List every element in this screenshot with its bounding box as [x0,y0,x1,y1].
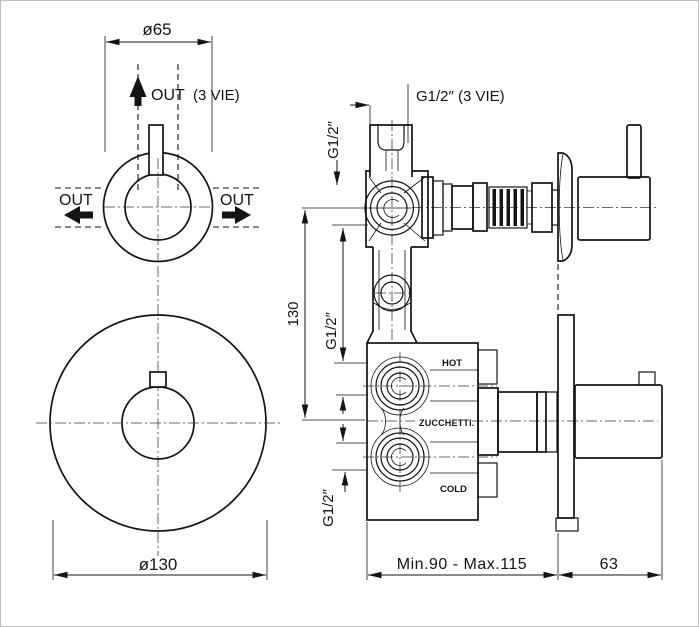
out-up-label: OUT [151,87,185,104]
out-up-note: (3 VIE) [193,87,240,104]
diverter-lever [626,124,642,179]
dim-d65-label: ø65 [142,20,171,39]
valve-side-view: HOT ZUCCHETTI. COLD [302,120,663,532]
arrow-left-icon [64,206,93,224]
diverter-body [365,170,429,248]
diverter-handle [577,176,651,241]
diverter-port-ring [364,180,420,236]
hot-inlet-port [370,356,430,416]
dim-63-label: 63 [600,556,619,573]
dim-130-label: 130 [285,301,302,326]
wall-plate-upper [557,152,573,262]
dim-port-middle-label: G1/2″ [323,311,340,350]
out-right-label: OUT [220,192,254,209]
arrow-right-icon [222,206,251,224]
cold-label: COLD [440,484,467,495]
out-left-label: OUT [59,192,93,209]
side-view-dimensions: G1/2″ (3 VIE) G1/2″ 130 G1/2″ G1/2″ Min.… [285,84,663,580]
arrow-up-icon [129,76,147,106]
dim-port-upper-label: G1/2″ [325,120,342,159]
handle-tab [638,371,656,386]
dim-d130-label: ø130 [139,555,178,574]
handle-top-view: ø65 OUT (3 VIE) OUT OUT [55,20,259,556]
hot-label: HOT [442,358,462,369]
lever-stem [148,124,164,176]
cold-inlet-port [370,427,430,487]
plate-front-view: ø130 [36,314,280,580]
temperature-handle [574,384,663,459]
dim-depth-label: Min.90 - Max.115 [397,556,527,573]
dim-top-port-label: G1/2″ (3 VIE) [416,88,505,105]
middle-port [373,274,411,312]
mixer-boss-top [477,349,498,385]
diverter-top-port [369,124,413,177]
lever-tab [149,371,167,388]
dim-port-lower-label: G1/2″ [320,488,337,527]
mixer-boss-bottom [477,462,498,498]
brand-label: ZUCCHETTI. [419,418,475,428]
